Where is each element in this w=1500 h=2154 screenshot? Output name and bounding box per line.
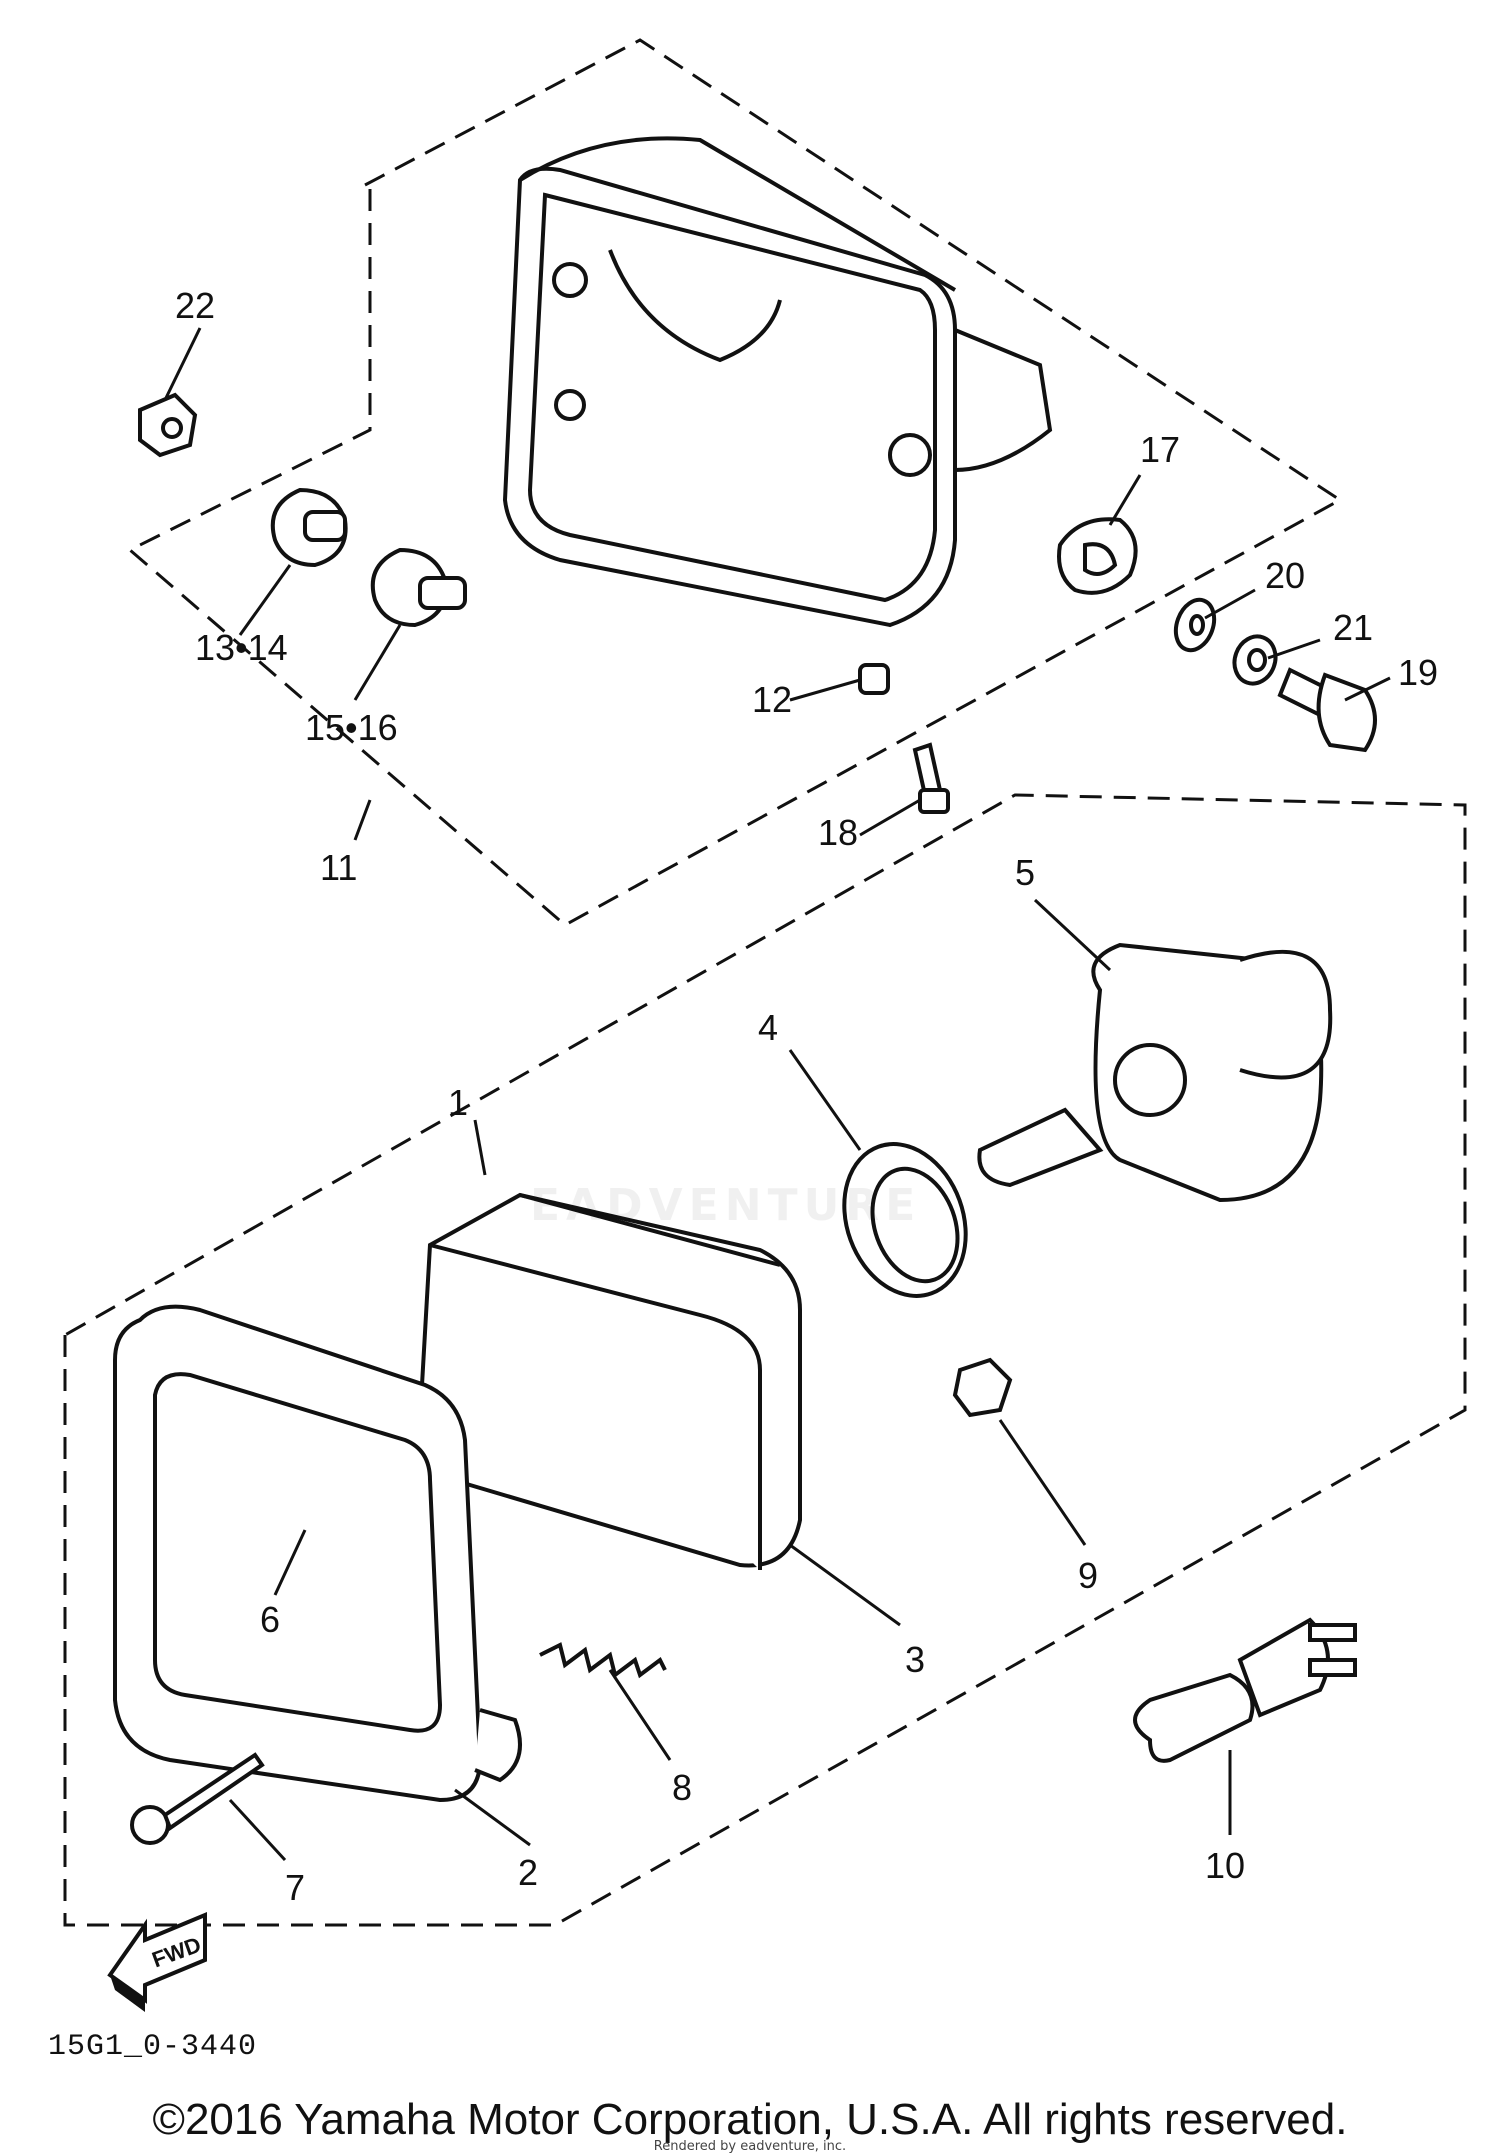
- bulb-socket-5: [977, 942, 1333, 1203]
- callout-18: 18: [818, 812, 858, 853]
- group-11-boundary: [127, 38, 1343, 927]
- leader-lines: [163, 327, 1391, 1862]
- copyright-notice: ©2016 Yamaha Motor Corporation, U.S.A. A…: [152, 2095, 1348, 2144]
- callout-4: 4: [758, 1007, 778, 1048]
- group-1-boundary: [63, 793, 1467, 1927]
- callout-13-14: 13•14: [195, 627, 288, 668]
- rendered-by-note: Rendered by eadventure, inc.: [653, 2139, 847, 2154]
- diagram-code: 15G1_0-3440: [48, 2030, 258, 2064]
- callout-10: 10: [1205, 1845, 1245, 1886]
- headlight-bulb-10: [1133, 1617, 1357, 1763]
- bolt-19: [1277, 667, 1377, 753]
- screw-7: [130, 1752, 265, 1845]
- callout-12: 12: [752, 679, 792, 720]
- callout-8: 8: [672, 1767, 692, 1808]
- adjusting-screw-9: [952, 1357, 1013, 1418]
- callout-6: 6: [260, 1599, 280, 1640]
- grommet-12: [858, 663, 890, 695]
- callout-11: 11: [320, 847, 357, 888]
- fwd-arrow-icon: FWD: [107, 1912, 207, 2012]
- screw-18: [912, 742, 950, 814]
- nut-22: [138, 392, 198, 458]
- callout-19: 19: [1398, 652, 1438, 693]
- callout-21: 21: [1333, 607, 1373, 648]
- callout-15-16: 15•16: [305, 707, 398, 748]
- callout-1: 1: [448, 1082, 468, 1123]
- callout-7: 7: [285, 1867, 305, 1908]
- callout-2: 2: [518, 1852, 538, 1893]
- callout-22: 22: [175, 285, 215, 326]
- callout-5: 5: [1015, 852, 1035, 893]
- sealed-beam-unit-3: [417, 1192, 802, 1570]
- washer-21: [1232, 634, 1278, 686]
- grommet-17: [1057, 517, 1138, 595]
- watermark: EADVENTURE: [530, 1180, 922, 1231]
- headlight-housing: [502, 136, 1053, 628]
- washer-20: [1173, 597, 1217, 653]
- callout-3: 3: [905, 1639, 925, 1680]
- callout-20: 20: [1265, 555, 1305, 596]
- socket-13-14: [270, 487, 348, 568]
- callout-9: 9: [1078, 1555, 1098, 1596]
- headlight-rim-2: [113, 1304, 522, 1803]
- seal-ring-4: [842, 1142, 968, 1298]
- callout-17: 17: [1140, 429, 1180, 470]
- spring-8: [539, 1642, 667, 1679]
- socket-15-16: [370, 547, 467, 628]
